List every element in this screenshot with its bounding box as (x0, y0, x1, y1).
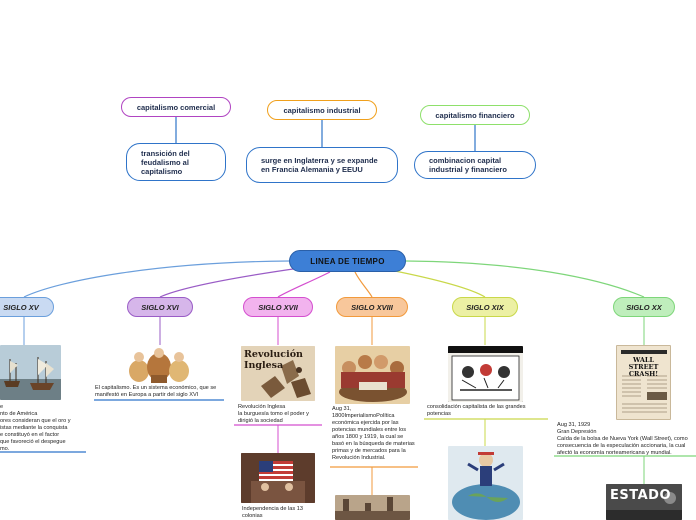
newspaper-headline: WALL STREET CRASH! (628, 356, 659, 378)
century-label: SIGLO XX (626, 302, 662, 312)
branch-xviii (354, 271, 373, 298)
century-siglo-xvi[interactable]: SIGLO XVI (127, 297, 193, 317)
century-label: SIGLO XV (3, 302, 39, 312)
stamp-image: ESTADO (606, 484, 682, 520)
ships-image (0, 345, 61, 400)
century-label: SIGLO XVII (258, 302, 298, 312)
century-siglo-xix[interactable]: SIGLO XIX (452, 297, 518, 317)
family-image (123, 345, 196, 385)
branch-xix (389, 269, 486, 298)
root-label: LINEA DE TIEMPO (310, 256, 385, 266)
branch-xvi (159, 267, 301, 298)
century-siglo-xv[interactable]: SIGLO XV (0, 297, 54, 317)
note-siglo-xix: consolidación capitalista de las grandes… (427, 404, 526, 417)
concept-capitalismo-industrial[interactable]: capitalismo industrial (267, 100, 377, 120)
revolution-image: Revolución Inglesa (241, 346, 315, 401)
newspaper-image: WALL STREET CRASH! (616, 345, 671, 420)
branch-xvii (277, 271, 331, 298)
revolution-image-title: Revolución Inglesa (244, 349, 303, 371)
detail-comercial[interactable]: transición del feudalismo al capitalismo (126, 143, 226, 181)
note-siglo-xviii: Aug 31, 1800ImperialismoPolítica económi… (332, 406, 415, 461)
detail-financiero[interactable]: combinacion capital industrial y financi… (414, 151, 536, 179)
century-label: SIGLO XVI (141, 302, 179, 312)
note-siglo-xvii-revolucion: Revolución Inglesa la burguesía tomo el … (238, 404, 309, 424)
concept-label: capitalismo industrial (283, 105, 361, 115)
note-siglo-xx: Aug 31, 1929 Gran Depresión Caída de la … (557, 422, 688, 456)
branch-xv (23, 260, 290, 298)
detail-text: surge en Inglaterra y se expande en Fran… (261, 156, 378, 174)
century-siglo-xviii[interactable]: SIGLO XVIII (336, 297, 408, 317)
century-siglo-xx[interactable]: SIGLO XX (613, 297, 675, 317)
concept-label: capitalismo comercial (136, 102, 216, 112)
detail-text: combinacion capital industrial y financi… (429, 156, 507, 174)
concept-label: capitalismo financiero (435, 110, 515, 120)
detail-text: transición del feudalismo al capitalismo (141, 148, 190, 176)
flag-image (241, 453, 315, 503)
imperialism-image (335, 346, 410, 404)
root-node[interactable]: LINEA DE TIEMPO (289, 250, 406, 272)
cartoon-image (448, 346, 523, 402)
century-siglo-xvii[interactable]: SIGLO XVII (243, 297, 313, 317)
note-siglo-xv: e nto de América ores consideran que el … (0, 404, 71, 452)
note-siglo-xvii-independencia: Independencia de las 13 colonias (242, 506, 303, 519)
branch-xx (405, 260, 645, 298)
detail-industrial[interactable]: surge en Inglaterra y se expande en Fran… (246, 147, 398, 183)
concept-capitalismo-financiero[interactable]: capitalismo financiero (420, 105, 530, 125)
globe-cartoon-image (448, 446, 523, 520)
century-label: SIGLO XIX (466, 302, 504, 312)
stamp-text: ESTADO (610, 488, 672, 503)
concept-capitalismo-comercial[interactable]: capitalismo comercial (121, 97, 231, 117)
factory-image (335, 495, 410, 520)
note-siglo-xvi: El capitalismo. Es un sistema económico,… (95, 385, 217, 398)
century-label: SIGLO XVIII (351, 302, 393, 312)
